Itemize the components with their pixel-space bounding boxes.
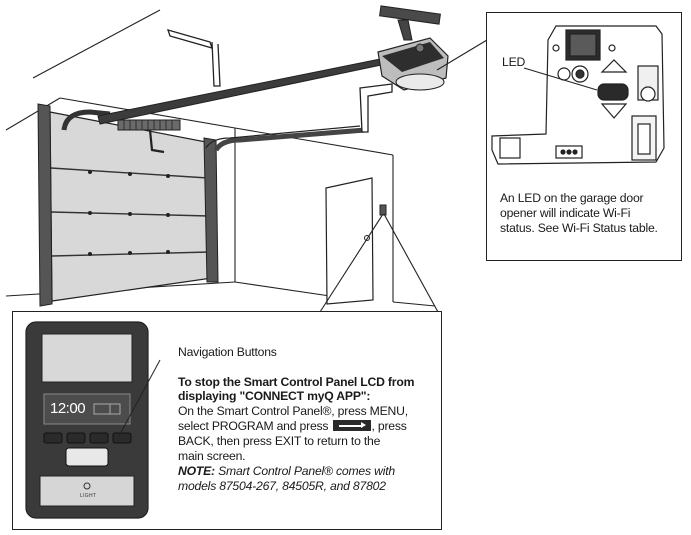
led-label: LED bbox=[502, 55, 526, 69]
callout-leader-lines bbox=[319, 39, 488, 313]
instruction-heading-line-1: To stop the Smart Control Panel LCD from bbox=[178, 375, 415, 389]
panel-light-label: LIGHT bbox=[80, 493, 97, 499]
instruction-body-line-2: select PROGRAM and press , press bbox=[178, 419, 407, 434]
led-caption-line-1: An LED on the garage door bbox=[500, 191, 644, 205]
instruction-body-line-3: BACK, then press EXIT to return to the bbox=[178, 434, 381, 448]
panel-lcd-time: 12:00 bbox=[50, 400, 86, 417]
opener-rail bbox=[97, 57, 387, 125]
garage-door bbox=[49, 111, 213, 302]
instruction-body-line-2a: select PROGRAM and press bbox=[178, 419, 329, 433]
torsion-spring bbox=[117, 119, 181, 154]
wall-control-mini bbox=[379, 204, 387, 216]
instruction-body-line-2b: , press bbox=[371, 419, 407, 433]
arrow-right-key-icon bbox=[332, 420, 371, 431]
instruction-body-line-1: On the Smart Control Panel®, press MENU, bbox=[178, 404, 408, 418]
note-line-1: NOTE: Smart Control Panel® comes with bbox=[178, 464, 395, 479]
ceiling-bracket bbox=[166, 29, 221, 87]
instruction-body-line-4: main screen. bbox=[178, 449, 246, 463]
note-line-2: models 87504-267, 84505R, and 87802 bbox=[178, 479, 386, 493]
note-text-1: Smart Control Panel® comes with bbox=[218, 464, 395, 478]
note-label: NOTE: bbox=[178, 464, 215, 478]
led-caption-line-3: status. See Wi-Fi Status table. bbox=[500, 221, 658, 235]
rear-hanger bbox=[359, 83, 393, 133]
led-caption-line-2: opener will indicate Wi-Fi bbox=[500, 206, 631, 220]
door-tracks bbox=[37, 103, 366, 307]
opener-motor-unit bbox=[377, 5, 449, 91]
interior-door bbox=[325, 177, 387, 305]
navigation-buttons-label: Navigation Buttons bbox=[178, 345, 277, 359]
instruction-heading-line-2: displaying "CONNECT myQ APP": bbox=[178, 389, 371, 403]
